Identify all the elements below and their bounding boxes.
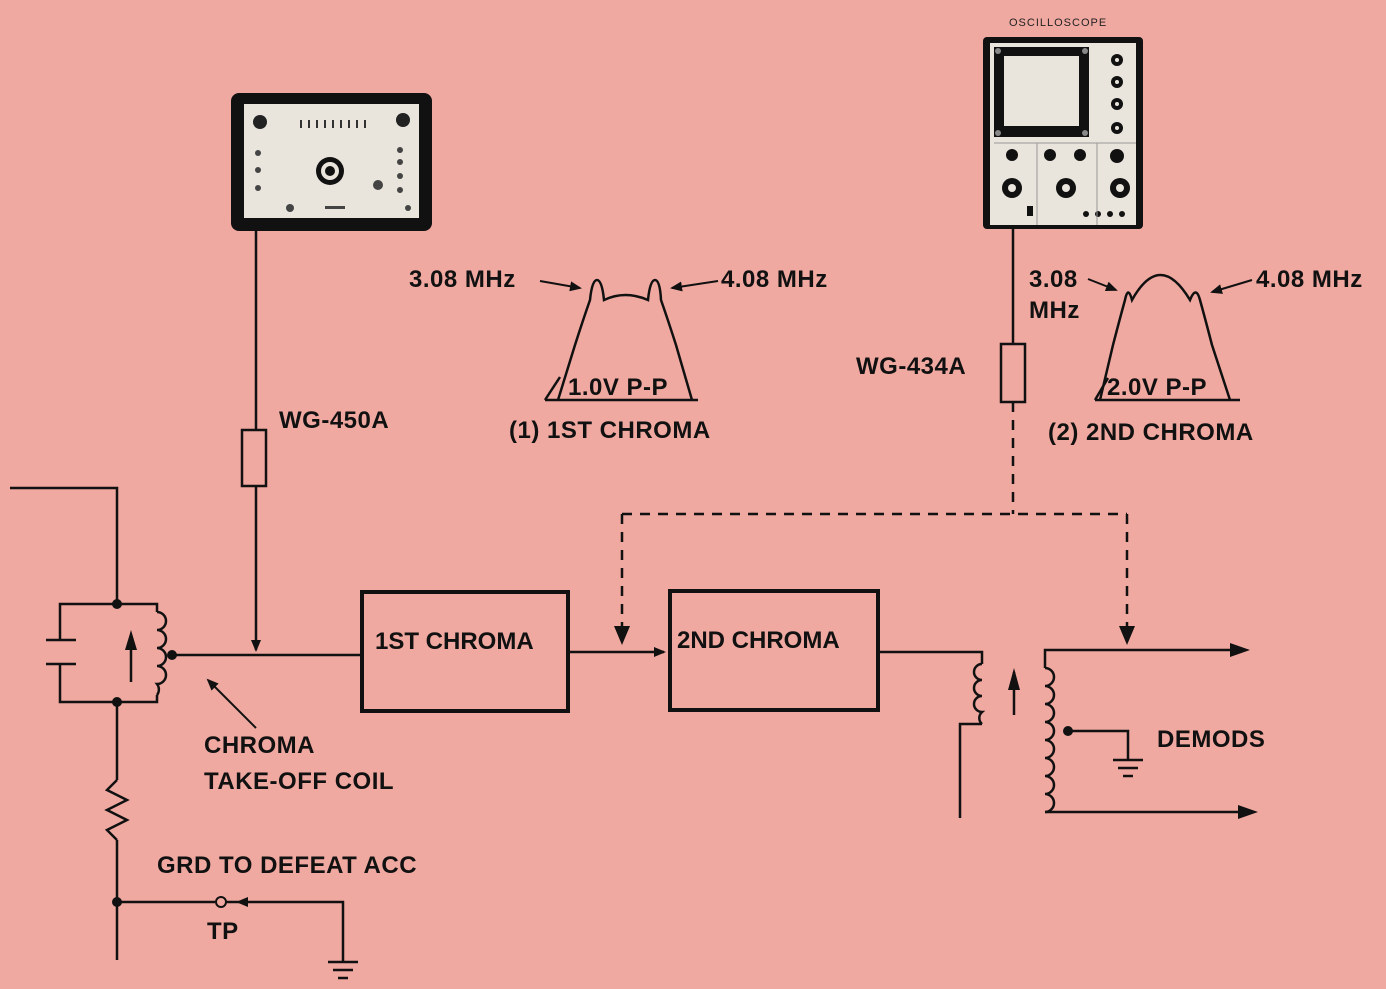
wave1-caption: (1) 1ST CHROMA [509,417,711,444]
demod-transformer [878,648,1245,818]
block-1st-chroma-label: 1ST CHROMA [375,628,534,655]
scope-probe [999,342,1027,404]
grd-label: GRD TO DEFEAT ACC [157,852,418,879]
demods-label: DEMODS [1157,726,1266,753]
wave2-high-freq: 4.08 MHz [1256,266,1363,293]
generator-probe [240,428,268,488]
wave1-amplitude: 1.0V P-P [568,374,669,401]
oscilloscope-title: OSCILLOSCOPE [1009,17,1108,29]
wave2-low-freq-line2: MHz [1029,297,1080,324]
waveform-2nd-chroma [1093,273,1240,402]
block-2nd-chroma [668,589,880,712]
block-2nd-chroma-label: 2ND CHROMA [677,627,840,654]
waveform-1st-chroma [543,278,698,402]
coil-label-line1: CHROMA [204,732,315,759]
wave2-amplitude: 2.0V P-P [1107,374,1208,401]
oscilloscope [983,37,1143,229]
signal-generator [231,93,432,231]
coil-label-line2: TAKE-OFF COIL [204,768,395,795]
wave2-low-freq-line1: 3.08 [1029,266,1078,293]
tp-label: TP [207,918,239,945]
test-point [215,896,227,908]
wave1-high-freq: 4.08 MHz [721,266,828,293]
wave1-low-freq: 3.08 MHz [409,266,516,293]
wave2-caption: (2) 2ND CHROMA [1048,419,1254,446]
scope-probe-label: WG-434A [856,353,967,380]
generator-cable-label: WG-450A [279,407,390,434]
